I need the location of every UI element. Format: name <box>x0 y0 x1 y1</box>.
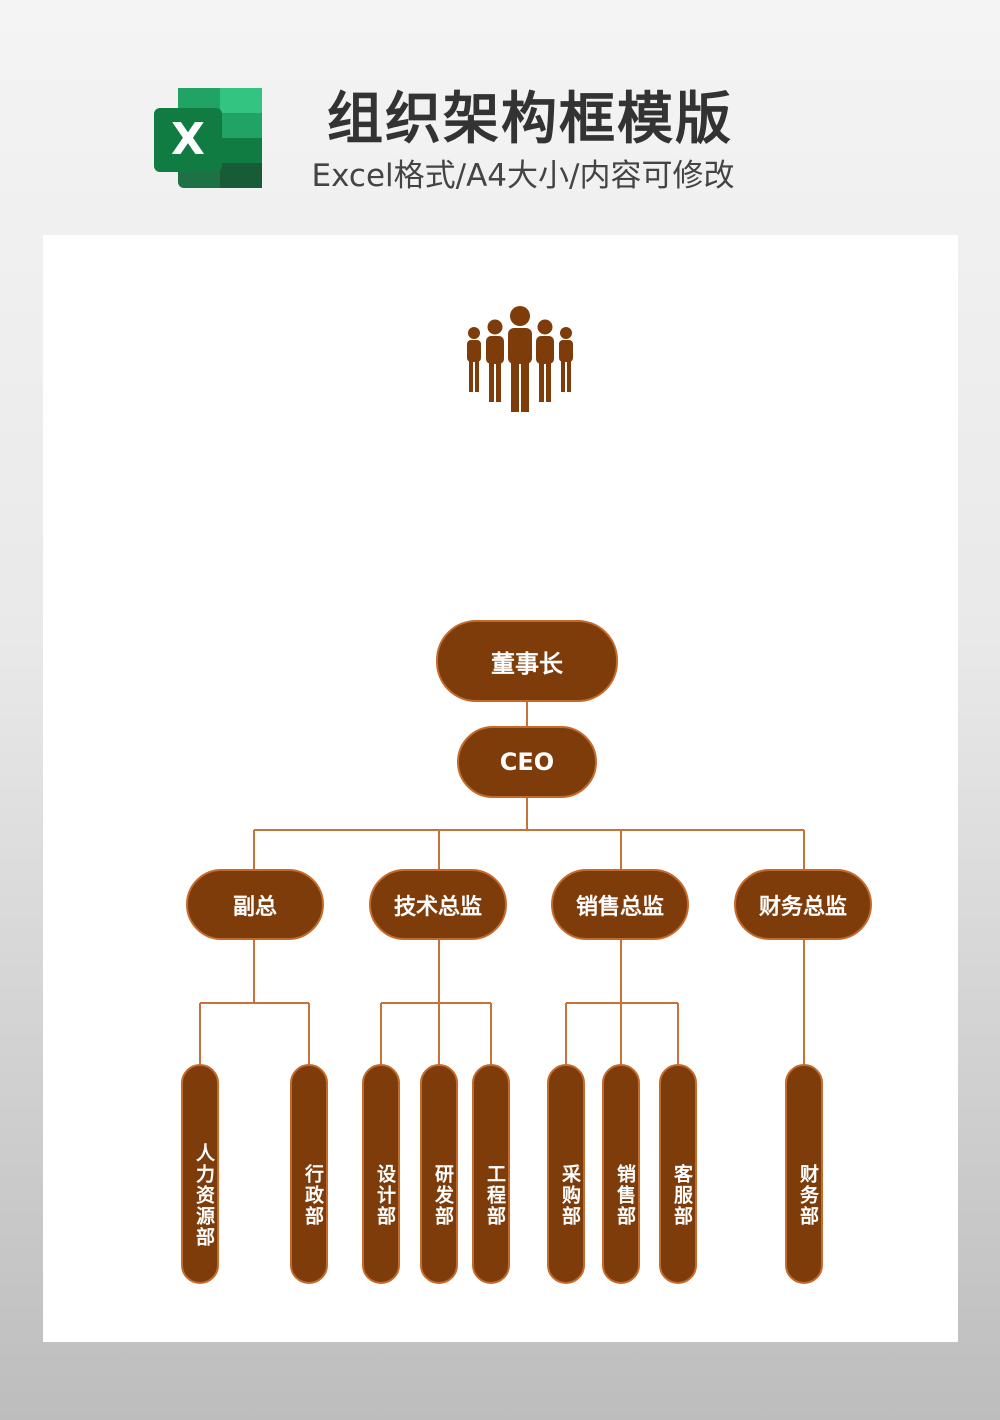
node-dept-admin: 行政部 <box>290 1064 328 1284</box>
node-dept-finance: 财务部 <box>785 1064 823 1284</box>
node-director-deputy: 副总 <box>186 869 324 940</box>
node-dept-design: 设计部 <box>362 1064 400 1284</box>
node-chairman: 董事长 <box>436 620 618 702</box>
node-director-tech: 技术总监 <box>369 869 507 940</box>
page-subtitle: Excel格式/A4大小/内容可修改 <box>311 158 735 194</box>
node-dept-sales: 销售部 <box>602 1064 640 1284</box>
node-dept-engineering: 工程部 <box>472 1064 510 1284</box>
node-dept-hr: 人力资源部 <box>181 1064 219 1284</box>
node-director-finance: 财务总监 <box>734 869 872 940</box>
node-director-sales: 销售总监 <box>551 869 689 940</box>
excel-icon: X <box>154 88 262 188</box>
node-ceo: CEO <box>457 726 597 798</box>
team-icon <box>467 306 573 412</box>
node-dept-service: 客服部 <box>659 1064 697 1284</box>
page-title: 组织架构框模版 <box>327 87 733 152</box>
excel-logo-letter: X <box>171 114 205 165</box>
node-dept-purchasing: 采购部 <box>547 1064 585 1284</box>
node-dept-rd: 研发部 <box>420 1064 458 1284</box>
